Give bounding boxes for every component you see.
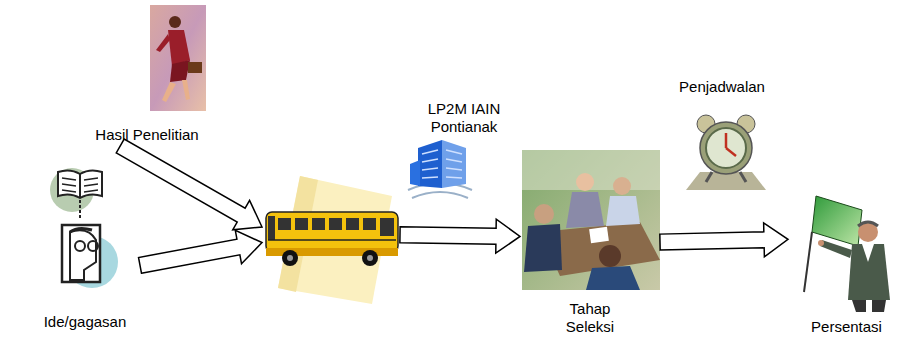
block-arrow [116, 139, 262, 230]
edge-label: Penjadwalan [662, 78, 782, 96]
node-caption: Persentasi [811, 318, 882, 338]
vehicle-picture [262, 175, 400, 305]
block-arrow [660, 223, 788, 257]
presenter-picture [804, 196, 890, 312]
building-picture [408, 140, 472, 198]
source-picture: Ide/gagasan [30, 155, 140, 333]
woman-picture [150, 5, 206, 111]
source-picture: Hasil Penelitian [80, 5, 214, 146]
node-caption: Tahap Seleksi [555, 300, 625, 338]
node-caption: Ide/gagasan [44, 313, 127, 333]
step-picture: Tahap Seleksi [520, 150, 660, 338]
node-caption: Hasil Penelitian [95, 126, 198, 146]
block-arrow [400, 219, 520, 253]
step-picture: Persentasi [788, 195, 905, 338]
meeting-picture [522, 150, 660, 290]
bus-picture [266, 176, 398, 304]
edge-label: LP2M IAIN Pontianak [409, 100, 519, 136]
block-arrow [139, 230, 262, 273]
idea-picture [50, 168, 118, 288]
clock-picture [686, 115, 766, 190]
